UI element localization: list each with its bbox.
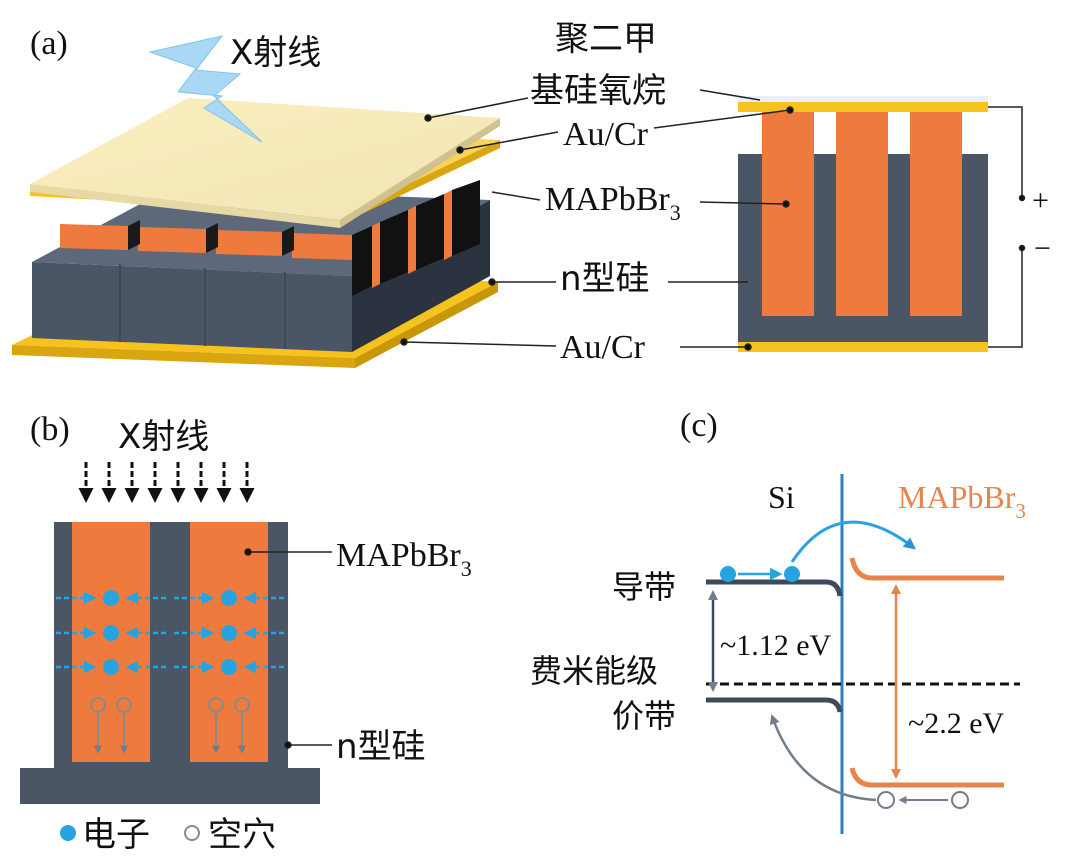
valence-band-label: 价带: [612, 697, 676, 735]
pdms-layer: [30, 98, 500, 228]
panel-c-label: (c): [680, 407, 718, 444]
mapbbr-label-b: MAPbBr3: [336, 537, 472, 581]
panel-b: (b) X射线: [20, 411, 472, 855]
xray-arrows: [78, 462, 255, 503]
perovskite-pillars: [60, 180, 480, 296]
legend-electron: 电子: [82, 815, 150, 855]
xray-label-a: X射线: [230, 33, 321, 73]
holes-b: [90, 697, 250, 713]
electron-c-1: [720, 566, 736, 582]
si-gap-label: ~1.12 eV: [720, 629, 832, 662]
mapbbr-conduction-band: [849, 557, 1004, 581]
nsi-label-b: n型硅: [336, 727, 426, 767]
pdms-label-line1: 聚二甲: [555, 19, 657, 59]
si-valence-band: [706, 697, 843, 713]
mapbbr-label-c: MAPbBr3: [898, 479, 1026, 523]
panel-b-label: (b): [30, 411, 70, 448]
hole-c-1: [877, 791, 895, 809]
leader-lines-a: [400, 97, 559, 347]
electrons-b: [103, 590, 237, 675]
mapbbr-label-a: MAPbBr3: [545, 181, 681, 225]
leader-lines-b: [244, 548, 332, 749]
conduction-band-label: 导带: [612, 568, 676, 606]
legend-hole: 空穴: [208, 815, 276, 855]
si-label: Si: [768, 479, 795, 515]
electron-c-2: [784, 566, 800, 582]
plus-label: +: [1032, 184, 1049, 217]
panel-a-label: (a): [30, 25, 68, 62]
panel-c: (c) Si MAPbBr3 导带 费米能级 价带 ~1.12 eV ~2.2 …: [530, 407, 1026, 834]
hole-transfer-arrow: [769, 714, 877, 802]
minus-label: −: [1034, 232, 1051, 265]
leader-lines-a-right: [653, 89, 1026, 351]
xray-bolt-icon: [148, 35, 263, 143]
hole-legend-icon: [184, 825, 200, 841]
au-bottom-label: Au/Cr: [560, 329, 646, 366]
si-conduction-band: [706, 579, 843, 597]
nsi-label-a: n型硅: [560, 259, 650, 299]
pdms-label-line2: 基硅氧烷: [530, 71, 666, 111]
au-top-label: Au/Cr: [563, 116, 649, 153]
hole-c-2: [951, 791, 969, 809]
cross-section-a: [738, 96, 988, 352]
panel-a: (a): [12, 19, 1051, 368]
xray-label-b: X射线: [118, 417, 209, 457]
hole-arrows-b: [94, 713, 246, 754]
fermi-level-label: 费米能级: [530, 652, 658, 690]
electron-arrows-b: [56, 591, 284, 674]
cross-section-b: [20, 522, 320, 804]
electron-transfer-arrow: [790, 520, 916, 563]
mapbbr-valence-band: [849, 767, 1004, 788]
electron-legend-icon: [60, 825, 76, 841]
mapbbr-gap-label: ~2.2 eV: [908, 707, 1005, 740]
